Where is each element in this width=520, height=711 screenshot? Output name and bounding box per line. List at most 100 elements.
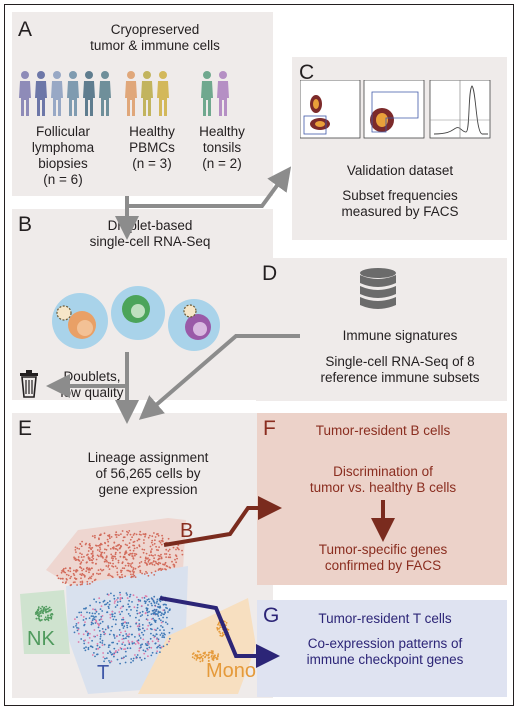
- person-icon-body: [141, 81, 153, 116]
- tsne-point: [107, 652, 109, 654]
- tsne-point: [149, 545, 152, 548]
- tsne-point: [161, 626, 164, 629]
- tsne-point: [96, 572, 98, 575]
- tsne-point: [114, 651, 117, 654]
- tsne-point: [199, 660, 202, 663]
- person-icon-body: [217, 81, 229, 116]
- tsne-point: [143, 597, 146, 599]
- tsne-point: [65, 573, 68, 576]
- tsne-point: [132, 659, 134, 662]
- tsne-point: [157, 569, 160, 571]
- tsne-point: [113, 653, 115, 656]
- tsne-point: [148, 610, 151, 613]
- tsne-point: [138, 619, 140, 621]
- tsne-point: [72, 572, 75, 575]
- tsne-point: [80, 611, 83, 614]
- tsne-point: [147, 655, 149, 658]
- tsne-point: [219, 626, 222, 629]
- tsne-point: [151, 563, 154, 566]
- tsne-point: [141, 631, 143, 634]
- tsne-point: [141, 614, 144, 616]
- panel-g-title: Tumor-resident T cells: [318, 611, 452, 626]
- tsne-point: [116, 642, 119, 645]
- droplets: [52, 286, 220, 351]
- tsne-point: [192, 652, 195, 655]
- tsne-point: [97, 569, 100, 571]
- tsne-point: [89, 632, 91, 635]
- tsne-point: [165, 548, 168, 551]
- tsne-point: [64, 567, 67, 570]
- tsne-point: [132, 568, 135, 571]
- tsne-point: [118, 640, 120, 643]
- tsne-point: [199, 653, 202, 656]
- tsne-point: [99, 572, 102, 575]
- tsne-point: [133, 540, 136, 543]
- tsne-point: [133, 547, 136, 550]
- tsne-point: [147, 574, 150, 577]
- tsne-point: [172, 563, 175, 566]
- tsne-point: [127, 603, 130, 606]
- tsne-point: [45, 605, 48, 608]
- tsne-point: [114, 623, 117, 626]
- tsne-point: [125, 608, 128, 611]
- tsne-point: [147, 598, 150, 601]
- tsne-point: [124, 558, 127, 560]
- tsne-point: [167, 537, 170, 540]
- tsne-point: [171, 627, 174, 630]
- tsne-point: [86, 634, 89, 637]
- tsne-point: [121, 643, 124, 645]
- tsne-point: [125, 655, 127, 657]
- tsne-point: [144, 559, 147, 562]
- tsne-point: [152, 634, 155, 637]
- discard-label: Doublets, low quality: [60, 369, 124, 400]
- tsne-point: [146, 572, 149, 574]
- tsne-point: [96, 554, 99, 557]
- tsne-point: [107, 561, 110, 564]
- tsne-point: [79, 563, 82, 565]
- tsne-point: [91, 639, 93, 642]
- tsne-point: [160, 621, 163, 624]
- panel-letter-e: E: [18, 417, 33, 440]
- tsne-point: [199, 656, 202, 659]
- tsne-point: [146, 647, 149, 650]
- tsne-point: [139, 600, 142, 602]
- tsne-point: [156, 638, 158, 640]
- tsne-point: [164, 633, 166, 636]
- tsne-point: [122, 605, 125, 608]
- tsne-point: [83, 624, 85, 627]
- tsne-point: [75, 569, 77, 572]
- tsne-point: [81, 540, 83, 543]
- tsne-point: [196, 655, 199, 658]
- tsne-point: [57, 577, 60, 580]
- tsne-point: [155, 545, 158, 548]
- tsne-point: [108, 573, 110, 575]
- tsne-point: [108, 568, 111, 570]
- tsne-point: [109, 548, 112, 550]
- tsne-point: [218, 630, 221, 633]
- tsne-point: [126, 533, 129, 536]
- tsne-point: [98, 550, 101, 552]
- tsne-point: [76, 584, 78, 586]
- tsne-point: [167, 556, 170, 559]
- tsne-point: [126, 597, 129, 599]
- tsne-point: [164, 563, 166, 565]
- tsne-point: [103, 660, 105, 663]
- tsne-point: [119, 594, 122, 596]
- tsne-point: [87, 556, 90, 558]
- tsne-point: [92, 554, 94, 556]
- tsne-point: [135, 656, 138, 658]
- tsne-point: [130, 563, 132, 565]
- tsne-point: [155, 549, 158, 551]
- tsne-point: [90, 623, 93, 626]
- tsne-point: [151, 535, 154, 538]
- tsne-point: [132, 575, 134, 578]
- tsne-point: [82, 633, 85, 636]
- tsne-point: [101, 639, 104, 642]
- tsne-point: [75, 625, 77, 627]
- tsne-point: [79, 581, 82, 583]
- tsne-point: [92, 615, 94, 618]
- tsne-point: [80, 614, 83, 617]
- tsne-point: [122, 641, 125, 644]
- tsne-point: [126, 626, 129, 629]
- tsne-point: [168, 548, 171, 551]
